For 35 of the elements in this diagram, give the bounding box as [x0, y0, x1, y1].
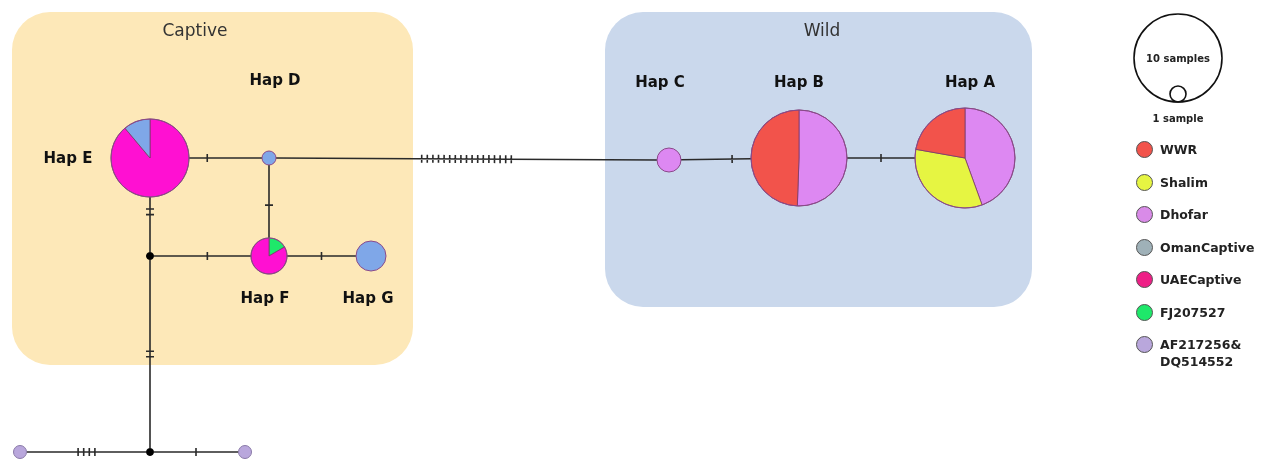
network-link [846, 153, 916, 163]
haplotype-circle [13, 445, 27, 459]
network-link [264, 164, 274, 239]
network-link [188, 153, 263, 163]
network-link [275, 153, 658, 164]
haplotype-label: Hap A [944, 73, 996, 91]
median-vector-dot [146, 252, 154, 260]
haplotype-label: Hap C [635, 73, 685, 91]
legend-label: AF217256& DQ514552 [1160, 336, 1243, 370]
legend-label: OmanCaptive [1160, 238, 1256, 256]
scale-label: 1 sample [1152, 112, 1204, 124]
network-link [26, 447, 147, 457]
legend-label: UAECaptive [1160, 271, 1243, 288]
group-panel [605, 12, 1032, 307]
haplotype-circle [238, 445, 252, 459]
group-panel [12, 12, 413, 365]
legend-label: WWR [1160, 141, 1199, 158]
haplotype-label: Hap F [240, 289, 290, 307]
network-link [680, 154, 752, 164]
median-vector-dot [146, 448, 154, 456]
haplotype-label: Hap G [342, 289, 394, 307]
scale-label: 10 samples [1146, 52, 1210, 64]
haplotype-label: Hap B [773, 73, 825, 91]
network-link [153, 251, 252, 261]
network-link [145, 259, 155, 449]
haplotype-label: Hap D [249, 71, 301, 89]
network-link [153, 447, 239, 457]
network-link [145, 196, 155, 253]
haplotype-label: Hap E [43, 149, 93, 167]
legend-label: FJ207527 [1160, 303, 1227, 321]
legend-label: Dhofar [1160, 206, 1209, 223]
network-link [286, 251, 357, 261]
group-title: Captive [162, 20, 228, 40]
legend-label: Shalim [1160, 173, 1209, 191]
group-title: Wild [803, 20, 841, 40]
